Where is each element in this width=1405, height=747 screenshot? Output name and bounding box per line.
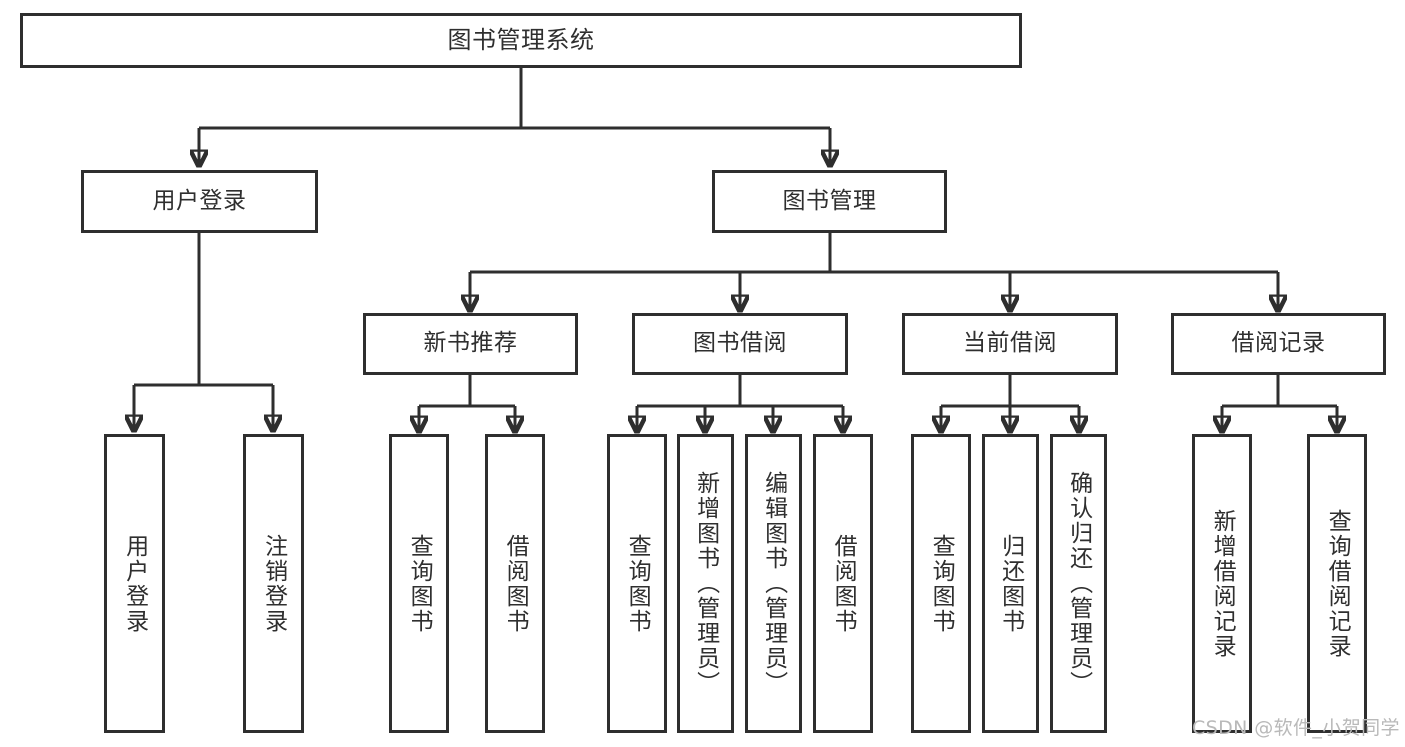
node-label: 借阅记录 xyxy=(1231,330,1326,357)
node-label: 新增借阅记录 xyxy=(1209,508,1236,659)
node-label: 注销登录 xyxy=(260,533,287,634)
node-label: 借阅图书 xyxy=(830,533,857,634)
node-borrow-record[interactable]: 借阅记录 xyxy=(1171,313,1386,375)
node-label: 当前借阅 xyxy=(963,330,1057,357)
leaf-borrow-book-recommend[interactable]: 借阅图书 xyxy=(485,434,545,733)
node-label: 图书管理系统 xyxy=(447,26,595,55)
node-label: 图书借阅 xyxy=(693,330,787,357)
node-label: 用户登录 xyxy=(121,533,148,634)
leaf-query-book-borrow[interactable]: 查询图书 xyxy=(607,434,667,733)
node-label: 归还图书 xyxy=(997,533,1024,634)
node-label: 编辑图书（管理员） xyxy=(760,471,787,696)
leaf-borrow-book-borrow[interactable]: 借阅图书 xyxy=(813,434,873,733)
leaf-query-borrow-record[interactable]: 查询借阅记录 xyxy=(1307,434,1367,733)
leaf-confirm-return-admin[interactable]: 确认归还（管理员） xyxy=(1050,434,1107,733)
node-book-borrow[interactable]: 图书借阅 xyxy=(632,313,848,375)
node-label: 查询图书 xyxy=(406,533,433,634)
csdn-watermark: CSDN @软件_小贺同学 xyxy=(1192,717,1400,739)
node-label: 借阅图书 xyxy=(502,533,529,634)
node-label: 新增图书（管理员） xyxy=(692,471,719,696)
leaf-query-book-recommend[interactable]: 查询图书 xyxy=(389,434,449,733)
leaf-return-book[interactable]: 归还图书 xyxy=(982,434,1039,733)
leaf-add-borrow-record[interactable]: 新增借阅记录 xyxy=(1192,434,1252,733)
node-label: 查询图书 xyxy=(624,533,651,634)
leaf-query-book-current[interactable]: 查询图书 xyxy=(911,434,971,733)
leaf-logout[interactable]: 注销登录 xyxy=(243,434,304,733)
node-label: 确认归还（管理员） xyxy=(1065,471,1092,696)
node-user-login[interactable]: 用户登录 xyxy=(81,170,318,233)
node-label: 查询图书 xyxy=(928,533,955,634)
node-current-borrow[interactable]: 当前借阅 xyxy=(902,313,1118,375)
node-label: 新书推荐 xyxy=(423,330,518,357)
node-label: 查询借阅记录 xyxy=(1324,508,1351,659)
leaf-user-login[interactable]: 用户登录 xyxy=(104,434,165,733)
node-root-system[interactable]: 图书管理系统 xyxy=(20,13,1022,68)
node-label: 图书管理 xyxy=(782,187,877,214)
leaf-edit-book-admin[interactable]: 编辑图书（管理员） xyxy=(745,434,802,733)
node-label: 用户登录 xyxy=(152,187,247,214)
node-new-book-recommend[interactable]: 新书推荐 xyxy=(363,313,578,375)
leaf-add-book-admin[interactable]: 新增图书（管理员） xyxy=(677,434,734,733)
node-book-management[interactable]: 图书管理 xyxy=(712,170,947,233)
